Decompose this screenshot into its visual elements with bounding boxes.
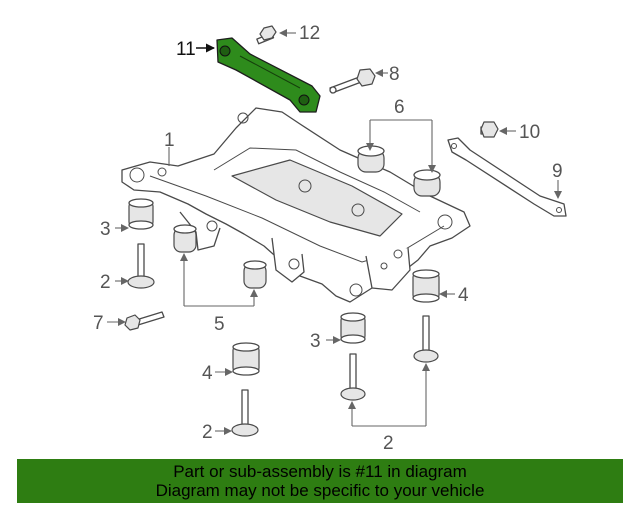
callout-4a: 4	[458, 285, 469, 306]
callout-6: 6	[394, 97, 405, 118]
info-banner: Part or sub-assembly is #11 in diagram D…	[17, 459, 623, 503]
part-5-bushings	[173, 224, 267, 289]
callout-3b: 3	[310, 331, 321, 352]
callout-12: 12	[299, 23, 320, 44]
callout-2c: 2	[383, 433, 394, 454]
callout-10: 10	[519, 122, 540, 143]
callout-5: 5	[214, 314, 225, 335]
part-3-bushings	[128, 198, 366, 344]
part-4-bushings	[232, 269, 440, 376]
banner-line-1: Part or sub-assembly is #11 in diagram	[173, 462, 467, 481]
part-12-bolt	[256, 25, 277, 45]
part-1-subframe	[121, 107, 471, 303]
callout-2a: 2	[100, 272, 111, 293]
callout-1: 1	[164, 130, 175, 151]
callout-7: 7	[93, 313, 104, 334]
part-9-brace	[447, 137, 567, 217]
part-10-bolt	[480, 121, 499, 138]
part-2-pins	[127, 243, 439, 437]
callout-8: 8	[389, 64, 400, 85]
part-11-bracket[interactable]	[216, 37, 321, 113]
part-7-bolt	[124, 311, 165, 331]
callout-4b: 4	[202, 363, 213, 384]
callout-11: 11	[176, 39, 196, 60]
leader-lines	[107, 29, 562, 435]
callout-labels: 11 12 8 1 6 10 9 3 2 7 5 4 3 4 2 2	[93, 23, 563, 454]
banner-line-2: Diagram may not be specific to your vehi…	[155, 481, 485, 500]
callout-9: 9	[552, 161, 563, 182]
callout-2b: 2	[202, 422, 213, 443]
part-8-bolt	[329, 68, 376, 94]
parts-diagram: 11 12 8 1 6 10 9 3 2 7 5 4 3 4 2 2	[93, 23, 567, 454]
callout-3a: 3	[100, 219, 111, 240]
